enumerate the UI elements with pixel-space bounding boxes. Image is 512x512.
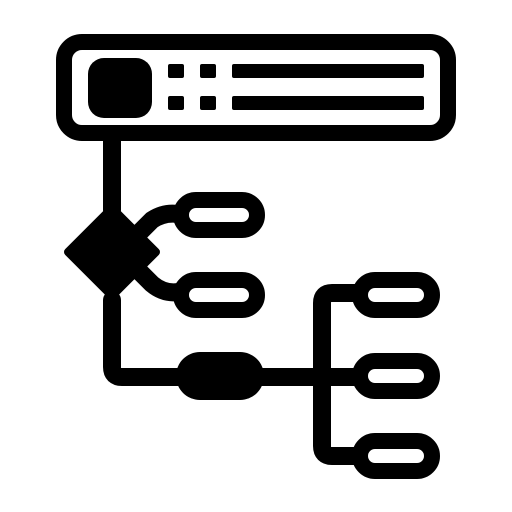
- bullet-dot-icon: [168, 64, 184, 78]
- branch-pill-icon: [173, 192, 265, 238]
- header-square-icon: [88, 58, 152, 118]
- decision-diamond-icon: [64, 204, 160, 300]
- text-line-icon: [232, 96, 424, 110]
- branch-pill-icon: [352, 272, 440, 318]
- header-panel: [56, 34, 456, 141]
- bullet-dot-icon: [200, 96, 216, 110]
- bullet-dot-icon: [168, 96, 184, 110]
- connector-line-icon: [313, 284, 369, 465]
- branch-pill-icon: [352, 353, 440, 399]
- connector-line-icon: [131, 263, 187, 302]
- connector-lines: [103, 131, 369, 465]
- text-line-icon: [232, 64, 424, 78]
- process-pill-icon: [176, 352, 264, 400]
- connector-line-icon: [103, 291, 194, 386]
- branch-pill-icon: [352, 433, 440, 479]
- branch-pill-icon: [173, 272, 265, 318]
- connector-line-icon: [131, 204, 187, 241]
- bullet-dot-icon: [200, 64, 216, 78]
